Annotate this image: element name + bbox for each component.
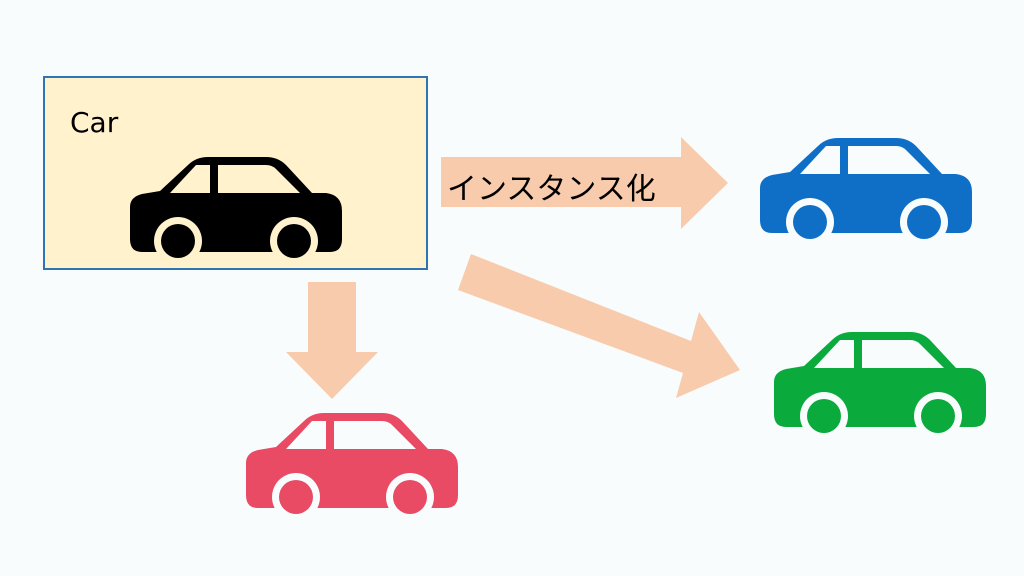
instantiate-label: インスタンス化 (447, 172, 656, 207)
class-label: Car (70, 106, 119, 139)
down-arrow (286, 282, 378, 399)
instantiate-arrow (441, 137, 728, 229)
blue-car-icon (760, 138, 972, 246)
class-car-icon (130, 157, 342, 265)
diagonal-arrow (458, 254, 740, 398)
green-car-icon (774, 332, 986, 440)
red-car-icon (246, 413, 458, 521)
